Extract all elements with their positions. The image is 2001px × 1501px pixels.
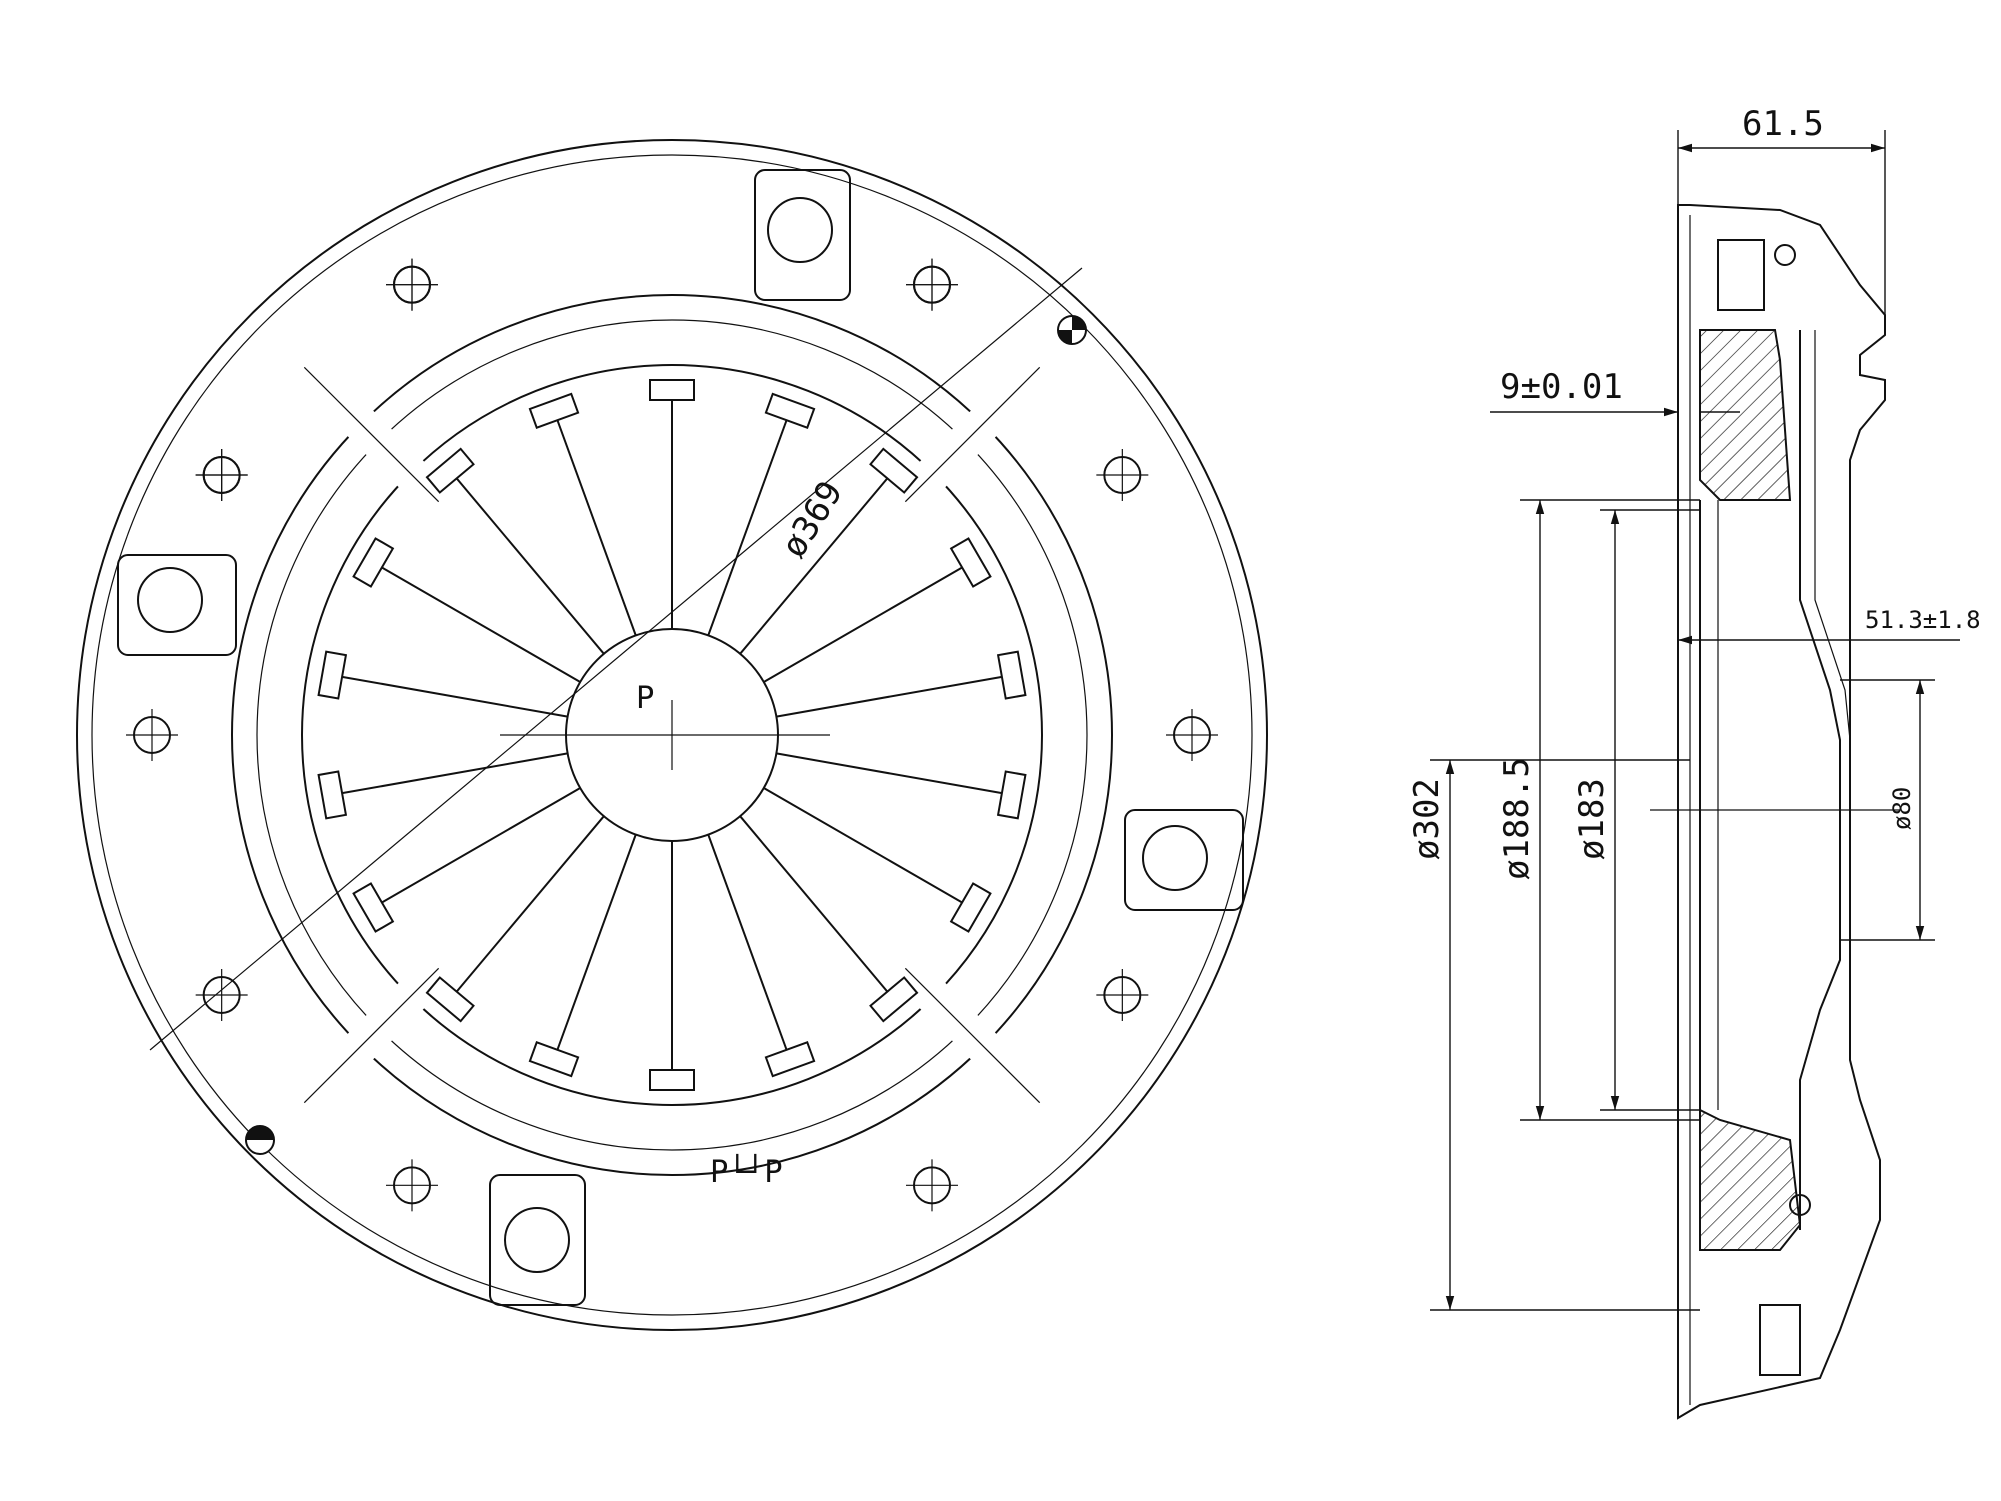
strap-lug-axis	[904, 366, 1041, 503]
finger-slot-head	[317, 650, 348, 700]
finger-slot	[739, 477, 889, 655]
finger-slot-head	[996, 650, 1027, 700]
finger-slot	[341, 675, 568, 718]
finger-slot-head	[425, 976, 475, 1023]
finger-slot	[341, 752, 568, 795]
pressure-plate-top	[1699, 329, 1792, 501]
finger-slot-head	[949, 882, 992, 933]
strap-lug-axis	[303, 967, 440, 1104]
finger-slot	[776, 675, 1003, 718]
finger-slot-head	[352, 537, 395, 588]
balance-mark-top	[1057, 315, 1087, 345]
dim-outer-diameter: ø302	[1407, 778, 1447, 860]
finger-slot-head	[352, 882, 395, 933]
front-diameter-label: ø369	[774, 474, 851, 565]
drive-block-right	[1124, 809, 1244, 911]
strap-lug-axis	[303, 366, 440, 503]
diaphragm-fingers	[317, 379, 1027, 1091]
pressure-plate-bottom	[1699, 1108, 1802, 1251]
dim-bore-diameter: ø80	[1888, 787, 1916, 830]
balance-mark-bottom	[245, 1125, 275, 1155]
dim-overall-height: 61.5	[1742, 104, 1824, 144]
cover-profile	[1677, 204, 1886, 1420]
finger-slot	[707, 834, 788, 1051]
finger-slot	[763, 566, 963, 683]
fulcrum-ring-top	[1774, 244, 1796, 266]
finger-slot	[763, 787, 963, 904]
dim-friction-inner-diameter: ø183	[1572, 778, 1612, 860]
finger-slot-head	[649, 1069, 695, 1091]
finger-slot-head	[425, 447, 475, 494]
rivet-top	[1717, 239, 1765, 311]
diaphragm-spring-edge	[1814, 330, 1851, 741]
finger-slot	[381, 566, 581, 683]
pressure-ring-circle	[256, 319, 1088, 1151]
drive-block-top	[754, 169, 851, 301]
cover-inner-circle	[231, 294, 1113, 1176]
finger-slot	[455, 815, 605, 993]
diaphragm-outer-circle	[301, 364, 1043, 1106]
dim-finger-height: 51.3±1.8	[1865, 606, 1981, 634]
finger-slot-head	[317, 770, 348, 820]
finger-slot	[776, 752, 1003, 795]
finger-slot-head	[649, 379, 695, 401]
diaphragm-spring	[1799, 330, 1841, 1230]
dim-offset: 9±0.01	[1500, 367, 1623, 407]
finger-slot	[556, 834, 637, 1051]
balance-mark-label: P└┘P	[710, 1153, 782, 1190]
finger-slot-head	[764, 392, 816, 430]
finger-slot	[381, 787, 581, 904]
side-view: 61.5 9±0.01 51.3±1.8 ø302 ø188.5 ø183 ø8…	[1407, 104, 1981, 1420]
center-mark-label: P	[636, 681, 654, 716]
finger-slot	[707, 419, 788, 636]
finger-slot-head	[869, 976, 919, 1023]
finger-slot	[739, 815, 889, 993]
finger-slot-head	[949, 537, 992, 588]
cover-flange-circle	[91, 154, 1253, 1316]
finger-slot-head	[528, 392, 580, 430]
bolt-holes	[126, 258, 1218, 1212]
fulcrum-ring-bottom	[1789, 1194, 1811, 1216]
drive-block-bottom	[489, 1174, 586, 1306]
finger-slot-head	[764, 1040, 816, 1078]
finger-slot	[455, 477, 605, 655]
front-view: P ø369 P└┘P	[76, 139, 1268, 1331]
diameter-leader	[149, 267, 1083, 1051]
finger-slot-head	[869, 447, 919, 494]
finger-slot	[556, 419, 637, 636]
rivet-bottom	[1759, 1304, 1801, 1376]
strap-lugs	[286, 349, 1058, 1121]
finger-slot-head	[528, 1040, 580, 1078]
cover-outer-circle	[76, 139, 1268, 1331]
dim-friction-outer-diameter: ø188.5	[1497, 757, 1537, 880]
finger-slot-head	[996, 770, 1027, 820]
strap-lug-axis	[904, 967, 1041, 1104]
drive-block-left	[117, 554, 237, 656]
